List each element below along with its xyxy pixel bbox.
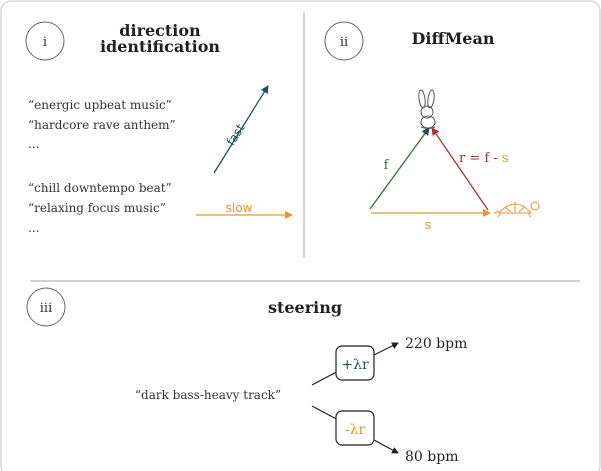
fast-prompt-ellipsis: ... — [28, 137, 39, 151]
plus-lambda-r: λr — [353, 357, 369, 373]
minus-sign: - — [345, 422, 350, 438]
f-label: f — [384, 158, 390, 173]
minus-lambda-label: -λr — [345, 422, 366, 438]
panel-iii-title: steering — [268, 298, 342, 317]
fast-direction-arrow — [213, 85, 269, 174]
panel-iii-numeral: iii — [40, 301, 52, 316]
r-vector — [431, 127, 489, 211]
panel-steering: iii steering “dark bass-heavy track” +λr… — [26, 287, 467, 465]
panel-ii-numeral: ii — [340, 35, 348, 50]
plus-sign: + — [341, 357, 353, 373]
rabbit-icon — [418, 89, 436, 129]
panel-ii-badge — [324, 21, 364, 61]
f-vector — [369, 127, 430, 210]
fast-prompt-2: “hardcore rave anthem” — [28, 118, 176, 132]
plus-branch-out — [373, 342, 399, 356]
panel-i-title-line2: identification — [100, 37, 220, 56]
r-equation: r = f - s — [459, 151, 509, 166]
slow-result: 80 bpm — [405, 449, 458, 465]
slow-prompt-ellipsis: ... — [28, 221, 39, 235]
s-label: s — [425, 218, 432, 233]
fast-result: 220 bpm — [405, 336, 467, 352]
panel-direction-identification: i direction identification “energic upbe… — [25, 21, 293, 235]
r-equation-s: s — [502, 151, 509, 166]
slow-prompt-1: “chill downtempo beat” — [28, 181, 172, 195]
steering-prompt: “dark bass-heavy track” — [135, 388, 281, 402]
turtle-icon — [493, 201, 540, 218]
minus-lambda-r: λr — [350, 422, 366, 438]
panel-i-badge — [25, 21, 65, 61]
panel-ii-title: DiffMean — [412, 29, 495, 48]
panel-i-numeral: i — [43, 35, 47, 50]
minus-lambda-box — [335, 410, 375, 446]
fast-prompt-1: “energic upbeat music” — [28, 98, 172, 112]
panel-iii-badge — [26, 287, 66, 327]
r-equation-prefix: r = f - — [459, 151, 502, 166]
plus-lambda-box — [335, 345, 375, 381]
slow-prompt-2: “relaxing focus music” — [28, 201, 166, 215]
slow-label: slow — [226, 201, 253, 215]
panel-diffmean: ii DiffMean f s r = f - s — [324, 21, 540, 233]
panel-i-title-line1: direction — [119, 21, 201, 40]
plus-lambda-label: +λr — [341, 357, 369, 373]
minus-branch-out — [373, 439, 399, 454]
